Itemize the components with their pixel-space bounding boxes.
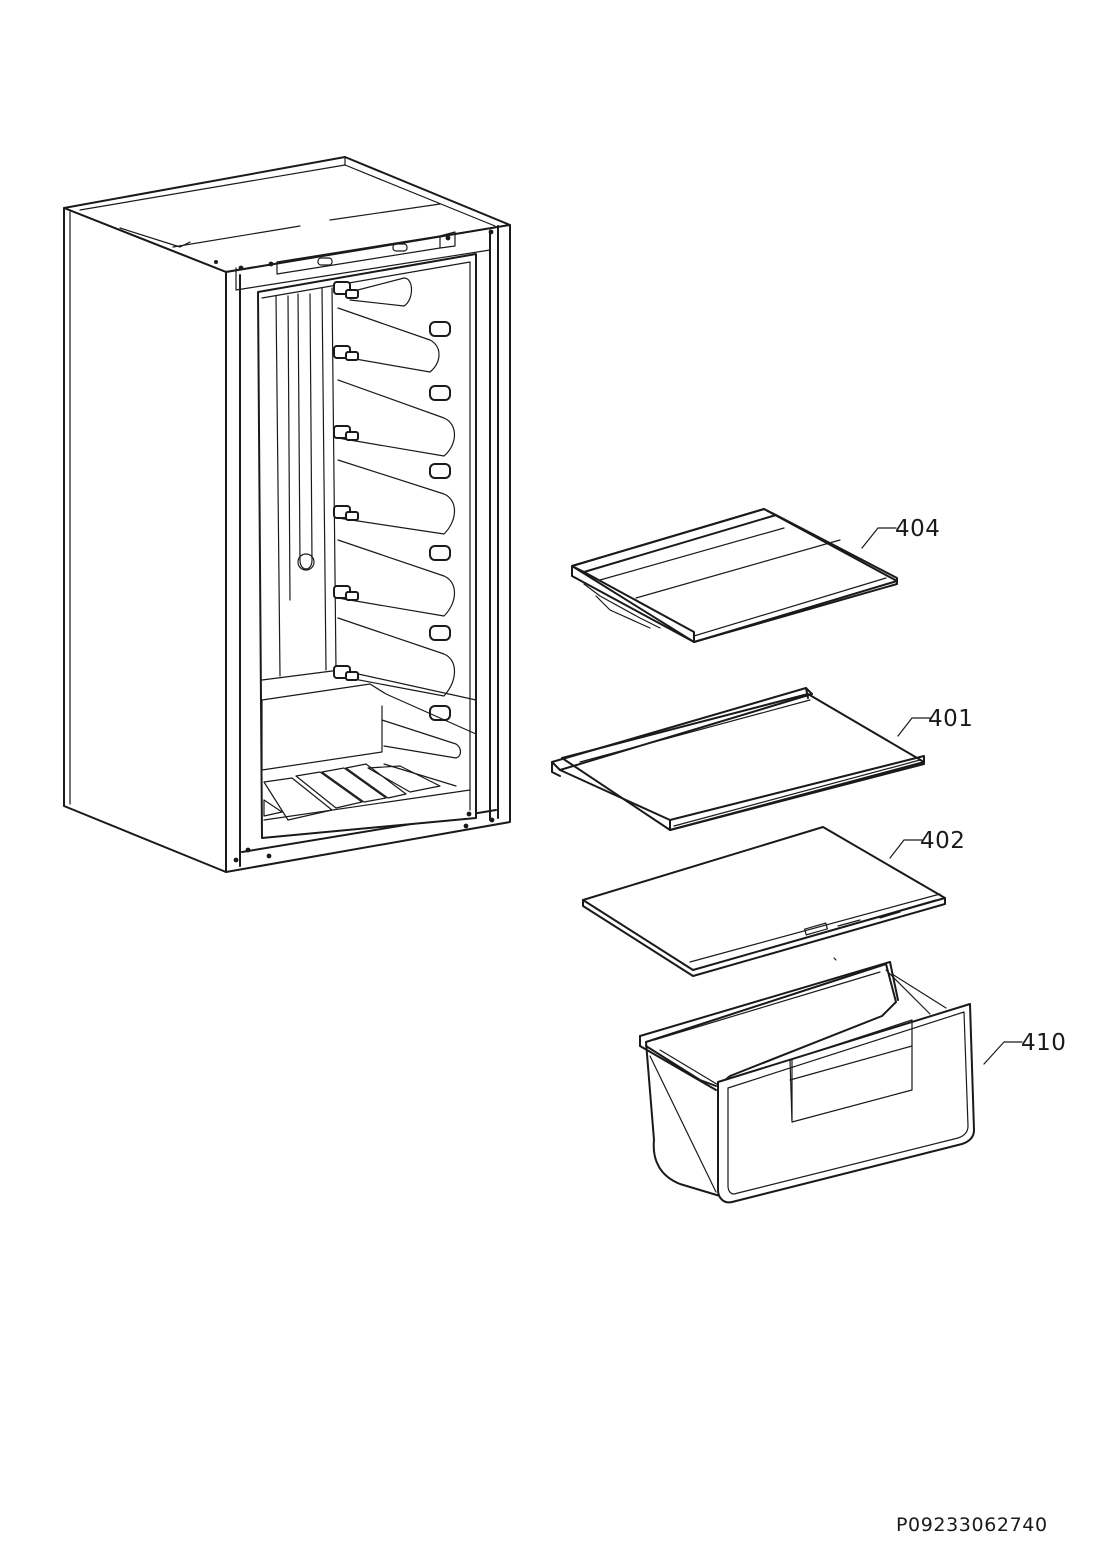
shelf-404-drawing	[571, 508, 898, 643]
callout-label-404: 404	[895, 516, 941, 542]
cabinet-floor-ribs	[263, 763, 471, 821]
document-code: P09233062740	[896, 1514, 1048, 1536]
callout-label-401: 401	[928, 706, 974, 732]
shelf-402-drawing	[582, 826, 946, 977]
leader-404	[861, 527, 897, 549]
drawer-410-drawing	[639, 957, 975, 1204]
shelf-401-drawing	[551, 687, 925, 831]
shelf-support-brackets	[333, 281, 451, 721]
leader-402	[889, 839, 923, 859]
callout-leaders	[861, 527, 1023, 1065]
callout-label-402: 402	[920, 828, 966, 854]
refrigerator-cabinet	[63, 156, 511, 873]
callout-label-410: 410	[1021, 1030, 1067, 1056]
leader-410	[983, 1041, 1023, 1065]
leader-401	[897, 717, 931, 737]
